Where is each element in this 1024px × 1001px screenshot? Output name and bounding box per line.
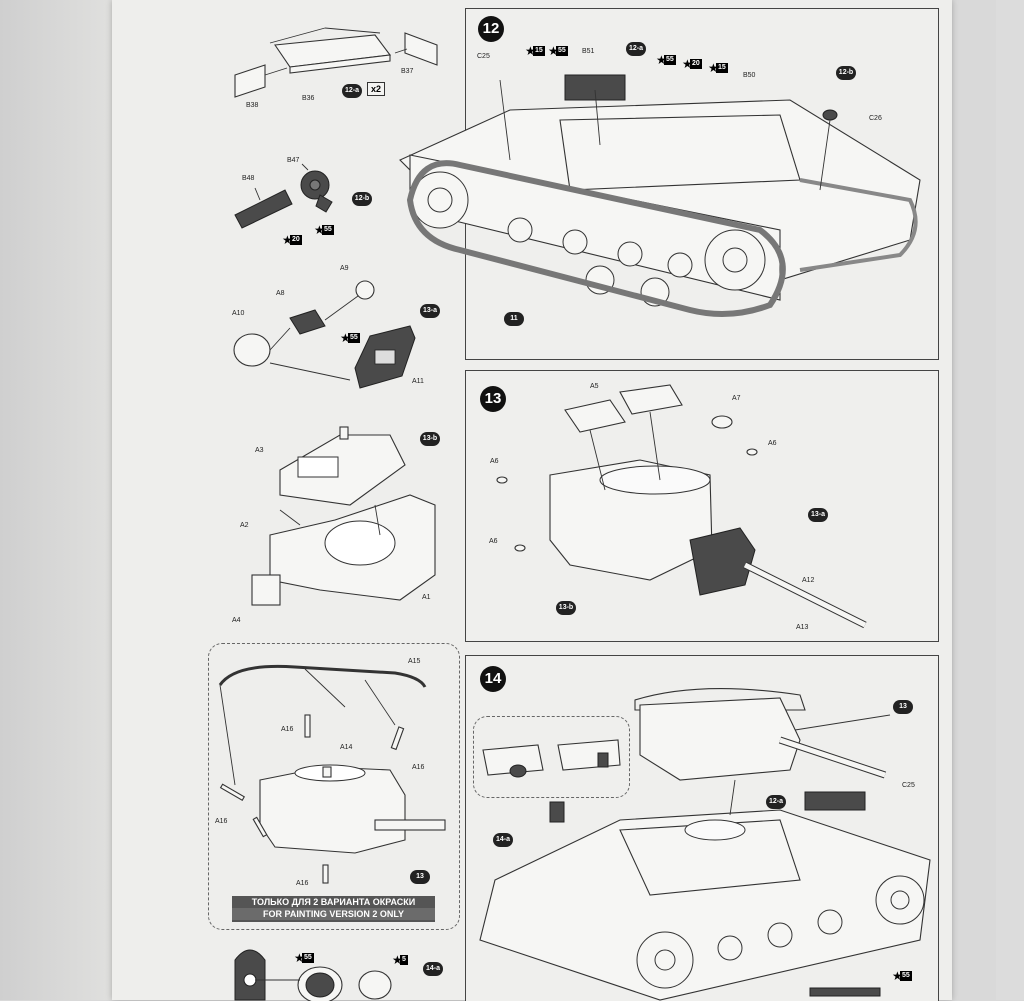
label-a16-left: A16 (215, 818, 228, 825)
label-a12: A12 (802, 577, 815, 584)
badge-13b-left: 13-b (420, 432, 440, 446)
paint-star-icon: ★ (708, 61, 719, 75)
label-a9: A9 (340, 265, 349, 272)
badge-12a-step14: 12-a (766, 795, 786, 809)
badge-13a-step13: 13-a (808, 508, 828, 522)
painting-version-2-box (208, 643, 460, 930)
badge-14a-step14: 14-a (493, 833, 513, 847)
label-a2: A2 (240, 522, 249, 529)
diagram-handrail (218, 664, 446, 884)
label-a16-right: A16 (412, 764, 425, 771)
diagram-12b (234, 163, 333, 229)
badge-14a-left: 14-a (423, 962, 443, 976)
label-b48: B48 (242, 175, 255, 182)
badge-13b-step13: 13-b (556, 601, 576, 615)
label-c25-step14: C25 (902, 782, 915, 789)
label-a6-left-top: A6 (490, 458, 499, 465)
label-a15: A15 (408, 658, 421, 665)
paint-star-icon: ★ (656, 53, 667, 67)
tank-step14 (479, 688, 931, 1001)
label-a4: A4 (232, 617, 241, 624)
turret-step13 (496, 384, 867, 629)
label-b47: B47 (287, 157, 300, 164)
badge-12b-step12: 12-b (836, 66, 856, 80)
paint-star-icon: ★ (282, 233, 293, 247)
paint-star-icon: ★ (682, 57, 693, 71)
label-a11: A11 (412, 378, 424, 385)
lamp-detail-box (473, 716, 630, 798)
banner-english: FOR PAINTING VERSION 2 ONLY (232, 908, 435, 920)
label-a16-bottom: A16 (296, 880, 309, 887)
paint-star-icon: ★ (294, 951, 305, 965)
badge-12b-left: 12-b (352, 192, 372, 206)
lamp-detail (482, 739, 621, 778)
label-b51: B51 (582, 48, 595, 55)
label-b38: B38 (246, 102, 259, 109)
paint-star-icon: ★ (340, 331, 351, 345)
banner-russian: ТОЛЬКО ДЛЯ 2 ВАРИАНТА ОКРАСКИ (251, 897, 416, 907)
badge-12a-step12: 12-a (626, 42, 646, 56)
step-13-number: 13 (480, 386, 506, 412)
paint-star-icon: ★ (892, 969, 903, 983)
label-a6-right: A6 (768, 440, 777, 447)
diagram-13a (233, 280, 416, 389)
label-a14: A14 (340, 744, 353, 751)
multiplier-x2: x2 (367, 82, 386, 96)
label-a6-left-bottom: A6 (489, 538, 498, 545)
tank-hull-step12 (399, 74, 921, 317)
step-14-number: 14 (480, 666, 506, 692)
painting-version-banner: ТОЛЬКО ДЛЯ 2 ВАРИАНТА ОКРАСКИ FOR PAINTI… (232, 896, 435, 922)
label-b36: B36 (302, 95, 315, 102)
paint-star-icon: ★ (392, 953, 403, 967)
label-b50: B50 (743, 72, 756, 79)
paint-star-icon: ★ (314, 223, 325, 237)
label-a5: A5 (590, 383, 599, 390)
label-a16-top: A16 (281, 726, 294, 733)
label-a1: A1 (422, 594, 431, 601)
step-12-number: 12 (478, 16, 504, 42)
paint-star-icon: ★ (525, 44, 536, 58)
label-a13: A13 (796, 624, 809, 631)
badge-13-handrail: 13 (410, 870, 430, 884)
label-a10: A10 (232, 310, 245, 317)
diagram-12a (234, 27, 438, 98)
badge-13a-left: 13-a (420, 304, 440, 318)
paint-star-icon: ★ (548, 44, 559, 58)
diagram-14a-left (234, 949, 392, 1001)
label-c25-step12: C25 (477, 53, 490, 60)
table-background-right (996, 0, 1024, 1000)
label-a7: A7 (732, 395, 741, 402)
badge-11: 11 (504, 312, 524, 326)
badge-12a-left: 12-a (342, 84, 362, 98)
label-a3: A3 (255, 447, 264, 454)
badge-13-step14: 13 (893, 700, 913, 714)
diagram-13b (251, 426, 436, 606)
label-b37: B37 (401, 68, 414, 75)
label-c26: C26 (869, 115, 882, 122)
label-a8: A8 (276, 290, 285, 297)
